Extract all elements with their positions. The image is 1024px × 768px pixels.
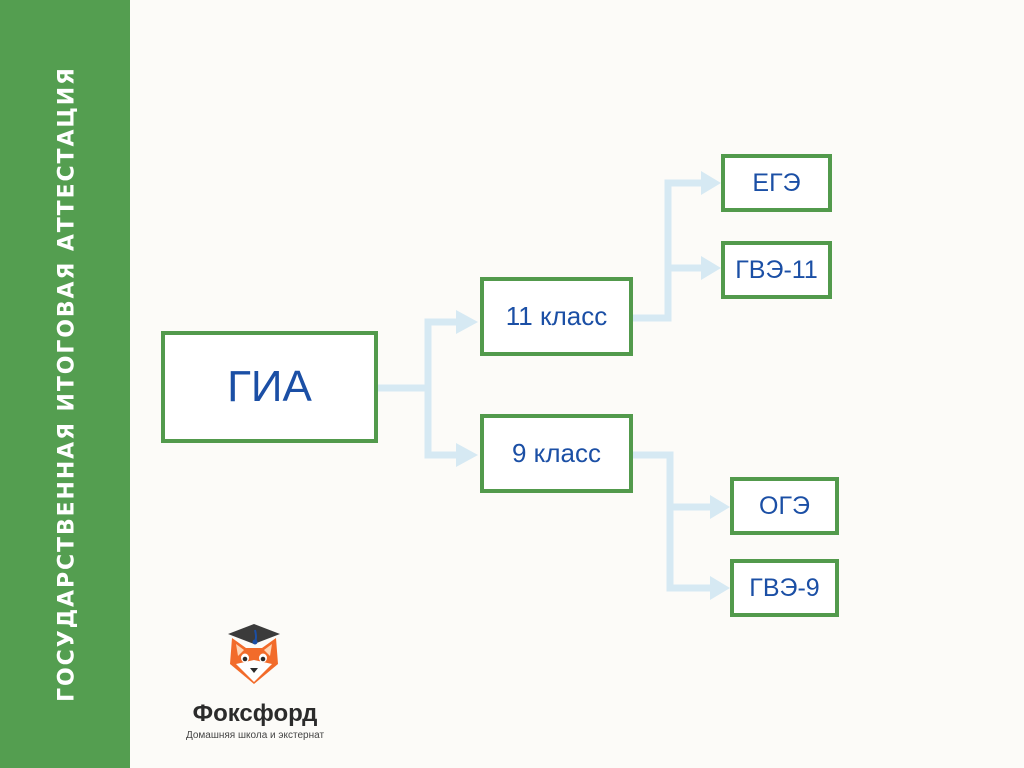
fox-graduate-logo-icon: [228, 624, 280, 684]
arrowhead-gve11: [701, 256, 721, 280]
arrowhead-grade9: [456, 443, 478, 467]
node-grade-11: 11 класс: [480, 277, 633, 356]
node-grade-9-label: 9 класс: [512, 438, 601, 468]
connector-grade9-to-gve9: [666, 507, 712, 592]
node-gia-label: ГИА: [227, 362, 312, 411]
node-gia: ГИА: [161, 331, 378, 443]
node-gve-11: ГВЭ-11: [721, 241, 832, 299]
foxford-logo: Фоксфорд Домашняя школа и экстернат: [170, 620, 350, 750]
node-oge: ОГЭ: [730, 477, 839, 535]
brand-tagline: Домашняя школа и экстернат: [185, 730, 325, 741]
arrowhead-ege: [701, 171, 721, 195]
node-oge-label: ОГЭ: [759, 491, 810, 520]
node-gve-9: ГВЭ-9: [730, 559, 839, 617]
sidebar: ГОСУДАРСТВЕННАЯ ИТОГОВАЯ АТТЕСТАЦИЯ: [0, 0, 130, 768]
arrowhead-gve9: [710, 576, 730, 600]
node-grade-11-label: 11 класс: [505, 301, 608, 331]
connector-grade11-to-ege: [633, 179, 703, 322]
brand-name: Фоксфорд: [192, 700, 318, 727]
node-ege: ЕГЭ: [721, 154, 832, 212]
node-gve-9-label: ГВЭ-9: [749, 573, 820, 602]
node-grade-9: 9 класс: [480, 414, 633, 493]
node-gve-11-label: ГВЭ-11: [735, 255, 818, 284]
node-ege-label: ЕГЭ: [752, 168, 801, 197]
arrowhead-oge: [710, 495, 730, 519]
arrowhead-grade11: [456, 310, 478, 334]
connector-grade9-to-oge: [633, 451, 712, 511]
connector-root-to-grades: [378, 318, 458, 392]
connector-root-to-grade9: [424, 388, 458, 459]
